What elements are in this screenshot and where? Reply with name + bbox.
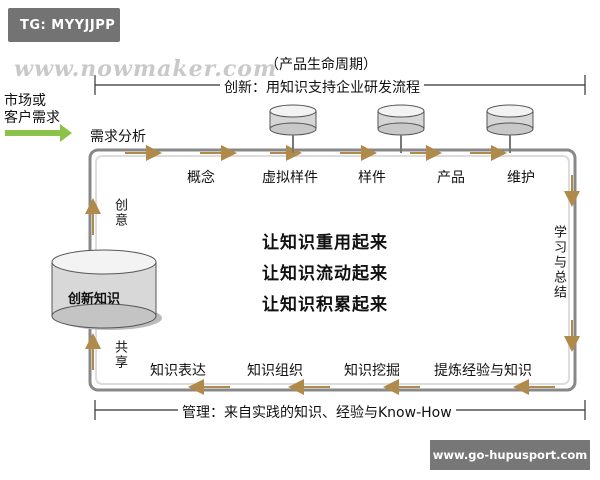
stage-concept: 概念 xyxy=(187,170,215,186)
stage-prototype: 样件 xyxy=(358,170,386,186)
stage-knowledge-mining: 知识挖掘 xyxy=(344,363,400,379)
share-label: 共享 xyxy=(112,340,127,370)
database-label: 创新知识 xyxy=(68,292,121,307)
demand-analysis-label: 需求分析 xyxy=(90,129,146,145)
center-line-accumulate: 让知识积累起来 xyxy=(262,295,388,315)
center-line-reuse: 让知识重用起来 xyxy=(262,233,388,253)
stage-knowledge-expression: 知识表达 xyxy=(150,363,206,379)
stage-maintenance: 维护 xyxy=(507,170,535,186)
stage-refine-experience: 提炼经验与知识 xyxy=(434,363,532,379)
learn-summary-label: 学习与总结 xyxy=(551,225,566,300)
stage-knowledge-organization: 知识组织 xyxy=(247,363,303,379)
stage-product: 产品 xyxy=(437,170,465,186)
innovation-label: 创新：用知识支持企业研发流程 xyxy=(220,77,424,97)
create-label: 创意 xyxy=(112,198,127,228)
stage-virtual-prototype: 虚拟样件 xyxy=(262,170,318,186)
lifecycle-label: （产品生命周期） xyxy=(265,57,377,73)
management-label: 管理：来自实践的知识、经验与Know-How xyxy=(178,402,456,422)
knowledge-database xyxy=(51,249,162,330)
tag-badge: TG: MYYJJPP xyxy=(8,8,120,42)
site-badge: www.go-hupusport.com xyxy=(430,440,590,470)
market-label-line2: 客户需求 xyxy=(4,110,60,126)
top-databases xyxy=(269,104,534,153)
market-arrow xyxy=(5,124,72,142)
center-line-flow: 让知识流动起来 xyxy=(262,264,388,284)
market-label-line1: 市场或 xyxy=(4,93,46,109)
